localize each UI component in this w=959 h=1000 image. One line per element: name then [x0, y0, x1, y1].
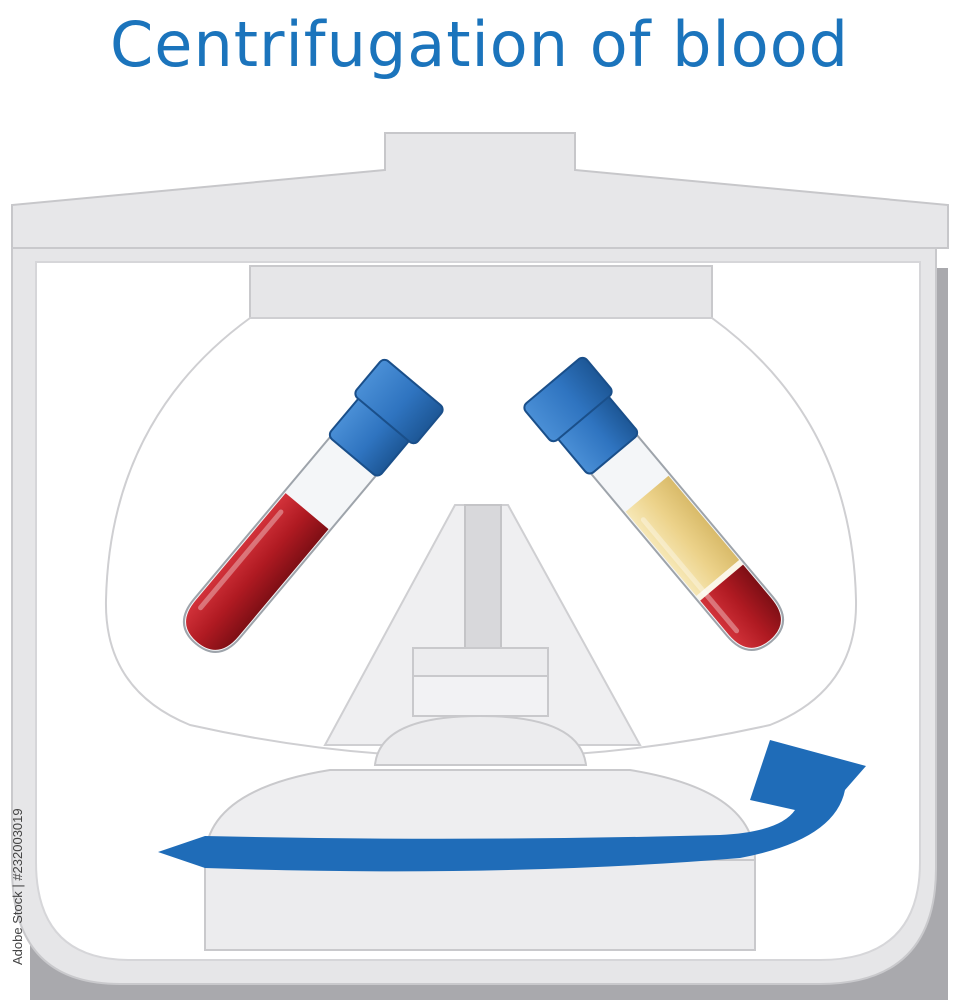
rotor-housing: [104, 265, 858, 951]
rotation-arrow: [158, 740, 866, 872]
diagram-title: Centrifugation of blood: [110, 8, 849, 81]
whole-blood-tube: [182, 358, 444, 653]
stock-id-label: Adobe Stock | #232003019: [10, 808, 25, 965]
separated-blood-tube: [523, 356, 785, 651]
